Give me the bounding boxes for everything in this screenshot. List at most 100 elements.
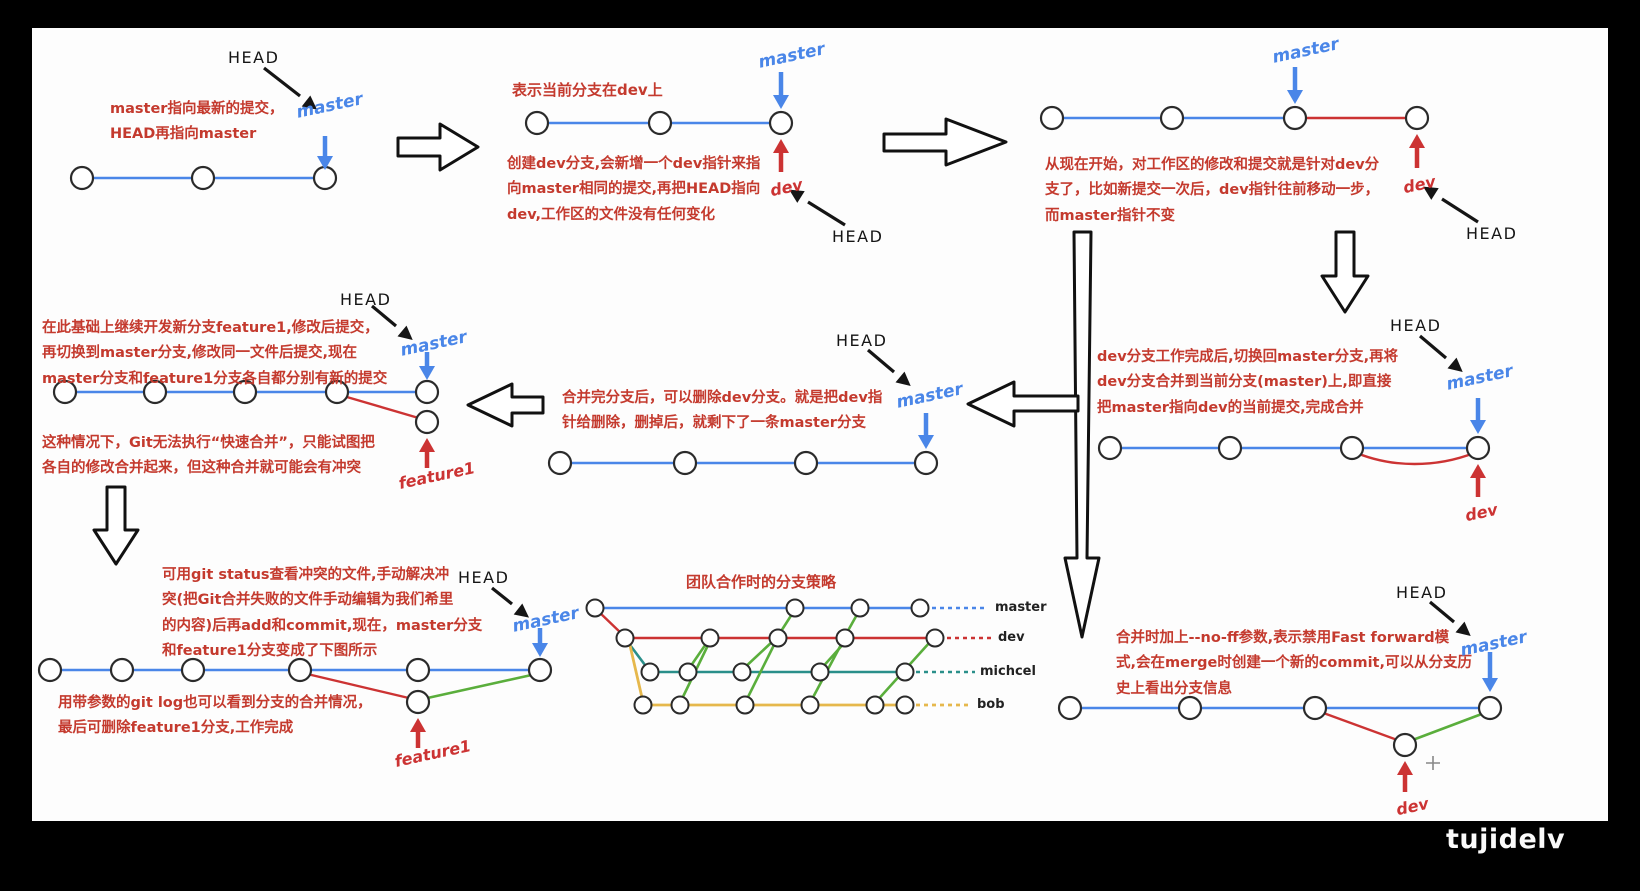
feature1-pointer-arrowhead bbox=[410, 718, 426, 732]
master-pointer-arrowhead bbox=[419, 366, 435, 380]
head-label: HEAD bbox=[832, 227, 884, 246]
head-label: HEAD bbox=[1466, 224, 1518, 243]
commit-node bbox=[633, 695, 653, 715]
master-pointer-arrowhead bbox=[918, 435, 934, 449]
commit-node bbox=[615, 628, 635, 648]
dev-pointer-arrowhead bbox=[1470, 464, 1486, 478]
watermark: tujidelv bbox=[1446, 824, 1566, 855]
head-pointer-arrowhead bbox=[513, 603, 530, 618]
commit-node bbox=[142, 379, 168, 405]
head-pointer-arrow bbox=[807, 200, 846, 227]
merge-line bbox=[422, 672, 537, 701]
commit-node bbox=[312, 165, 338, 191]
commit-node bbox=[547, 450, 573, 476]
note-create-dev: 创建dev分支,会新增一个dev指针来指 向master相同的提交,再把HEAD… bbox=[507, 156, 761, 223]
commit-node bbox=[232, 379, 258, 405]
master-pointer-arrowhead bbox=[773, 95, 789, 109]
flow-arrow-right-1 bbox=[396, 122, 480, 172]
commit-node bbox=[700, 628, 720, 648]
feature1-line bbox=[339, 393, 423, 421]
graph-create-dev bbox=[524, 72, 846, 227]
commit-node bbox=[414, 379, 440, 405]
head-pointer-arrow bbox=[491, 586, 513, 606]
commit-node bbox=[672, 450, 698, 476]
note-conflict-warning: 这种情况下，Git无法执行“快速合并”，只能试图把 各自的修改合并起来，但这种合… bbox=[42, 435, 375, 477]
commit-node bbox=[865, 695, 885, 715]
commit-node bbox=[1217, 435, 1243, 461]
feature1-pointer-arrowhead bbox=[419, 438, 435, 452]
note-merge-dev: dev分支工作完成后,切换回master分支,再将 dev分支合并到当前分支(m… bbox=[1097, 349, 1399, 416]
graph-no-ff-merge bbox=[1057, 600, 1503, 792]
commit-node bbox=[670, 695, 690, 715]
team-branch-label-dev: dev bbox=[998, 630, 1025, 645]
commit-node bbox=[785, 598, 805, 618]
master-pointer-arrowhead bbox=[1482, 678, 1498, 692]
note-commit-on-dev: 从现在开始，对工作区的修改和提交就是针对dev分 支了，比如新提交一次后，dev… bbox=[1045, 157, 1380, 224]
commit-node bbox=[895, 662, 915, 682]
flow-arrow-left-2 bbox=[466, 382, 545, 428]
head-pointer-arrowhead bbox=[397, 325, 413, 340]
graph-initial bbox=[69, 66, 338, 191]
graph-commit-on-dev bbox=[1039, 67, 1479, 224]
note-git-log: 用带参数的git log也可以看到分支的合并情况， 最后可删除feature1分… bbox=[58, 695, 372, 737]
note-no-ff: 合并时加上--no-ff参数,表示禁用Fast forward模 式,会在mer… bbox=[1116, 630, 1472, 697]
commit-node bbox=[1339, 435, 1365, 461]
note-resolve-conflict: 可用git status查看冲突的文件,手动解决冲 突(把Git合并失败的文件手… bbox=[162, 567, 483, 660]
head-pointer-arrow bbox=[263, 66, 301, 98]
merge-line bbox=[743, 640, 778, 704]
mouse-cursor-crosshair bbox=[1426, 756, 1440, 770]
team-branch-label-bob: bob bbox=[977, 697, 1005, 712]
head-pointer-arrow bbox=[1428, 600, 1456, 624]
graph-team-strategy bbox=[585, 598, 992, 715]
commit-node bbox=[524, 110, 550, 136]
commit-node bbox=[1404, 105, 1430, 131]
dev-pointer-arrowhead bbox=[1409, 134, 1425, 148]
dev-pointer-arrowhead bbox=[773, 139, 789, 153]
flow-arrow-down-right bbox=[1320, 230, 1370, 314]
head-pointer-arrowhead bbox=[301, 95, 318, 110]
flow-arrow-down-left bbox=[92, 485, 140, 566]
master-pointer-arrowhead bbox=[532, 643, 548, 657]
commit-node bbox=[640, 662, 660, 682]
commit-node bbox=[1057, 695, 1083, 721]
commit-node bbox=[800, 695, 820, 715]
head-label: HEAD bbox=[228, 48, 280, 67]
head-label: HEAD bbox=[458, 568, 510, 587]
commit-node bbox=[1159, 105, 1185, 131]
head-pointer-arrowhead bbox=[789, 189, 805, 203]
commit-node bbox=[1392, 732, 1418, 758]
flow-arrow-left-1 bbox=[966, 380, 1080, 428]
commit-node bbox=[585, 598, 605, 618]
commit-node bbox=[1282, 105, 1308, 131]
commit-node bbox=[414, 409, 440, 435]
commit-node bbox=[324, 379, 350, 405]
graph-merge-dev bbox=[1097, 334, 1491, 497]
commit-node bbox=[1177, 695, 1203, 721]
graph-feature1-merged bbox=[37, 586, 553, 748]
team-branch-label-michcel: michcel bbox=[980, 664, 1036, 679]
graph-feature1-diverged bbox=[52, 304, 440, 468]
commit-node bbox=[37, 657, 63, 683]
head-label: HEAD bbox=[836, 331, 888, 350]
note-initial: master指向最新的提交， HEAD再指向master bbox=[110, 101, 284, 143]
commit-node bbox=[527, 657, 553, 683]
commit-node bbox=[735, 695, 755, 715]
commit-node bbox=[180, 657, 206, 683]
commit-node bbox=[1097, 435, 1123, 461]
commit-node bbox=[52, 379, 78, 405]
note-current-branch-dev: 表示当前分支在dev上 bbox=[512, 81, 663, 99]
commit-node bbox=[647, 110, 673, 136]
commit-node bbox=[793, 450, 819, 476]
merge-line bbox=[1409, 710, 1488, 743]
commit-node bbox=[913, 450, 939, 476]
commit-node bbox=[678, 662, 698, 682]
commit-node bbox=[109, 657, 135, 683]
master-pointer-arrowhead bbox=[1287, 90, 1303, 104]
team-branch-label-master: master bbox=[995, 600, 1047, 615]
head-pointer-arrow bbox=[1418, 334, 1448, 360]
whiteboard-background bbox=[32, 28, 1608, 821]
dev-line bbox=[1351, 449, 1475, 466]
head-label: HEAD bbox=[1396, 583, 1448, 602]
branch-connector bbox=[627, 640, 645, 703]
